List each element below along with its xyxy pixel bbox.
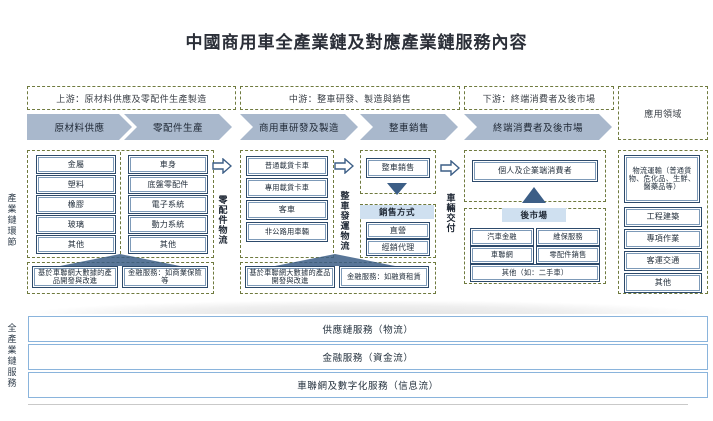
item-passenger-transport: 客運交通: [624, 251, 702, 271]
chevron-commercial-vehicle-rnd: 商用車研發及製造: [240, 114, 358, 140]
arrow-right-vehicle-delivery: [440, 159, 461, 177]
item-powertrain-system: 動力系統: [128, 215, 208, 234]
item-consumers: 個人及企業端消費者: [472, 160, 598, 182]
vertical-label-vehicle-logistics: 整車發運物流: [339, 191, 350, 251]
item-metal: 金屬: [36, 155, 116, 174]
item-engineering-construction: 工程建築: [624, 207, 702, 227]
stage-header-upstream: 上游：原材料供應及零配件生產製造: [27, 86, 236, 110]
support-box-midstream-bigdata: 基於車聯網大數據的產品開發與改進: [245, 266, 335, 288]
vertical-label-full-chain-service: 全產業鏈服務: [6, 323, 17, 389]
item-bus: 客車: [246, 200, 328, 220]
chevron-raw-material-supply: 原材料供應: [27, 114, 132, 140]
item-maintenance-service: 維保服務: [536, 228, 600, 246]
item-parts-other: 其他: [128, 235, 208, 254]
arrow-right-vehicle-logistics: [334, 157, 355, 175]
bottom-divider: [28, 404, 688, 405]
stage-header-downstream: 下游：終端消費者及後市場: [464, 86, 614, 110]
chevron-end-consumer-aftermarket: 終端消費者及後市場: [464, 114, 612, 140]
item-aftermarket-other: 其他（如：二手車）: [470, 264, 600, 282]
support-wedge-midstream-icon: [275, 253, 395, 271]
stage-header-application: 應用領域: [618, 86, 708, 140]
vertical-label-vehicle-delivery: 車輛交付: [445, 193, 456, 233]
vertical-label-parts-logistics: 零配件物流: [217, 195, 228, 245]
item-parts-sales: 零配件銷售: [536, 246, 600, 264]
item-general-cargo-truck: 普通載貨卡車: [246, 156, 328, 176]
item-logistics-transport: 物流運輸（普通貨物、危化品、生鮮、醫藥品等）: [624, 155, 700, 203]
chevron-vehicle-sales: 整車銷售: [360, 114, 458, 140]
item-electronic-system: 電子系統: [128, 195, 208, 214]
item-plastic: 塑料: [36, 175, 116, 194]
support-box-midstream-finance: 金融服務：如融資租賃: [339, 266, 429, 288]
item-rubber: 橡膠: [36, 195, 116, 214]
item-vehicle-sales: 整車銷售: [366, 158, 430, 178]
item-offroad-vehicle: 非公路用車輛: [246, 222, 328, 242]
item-direct-sales: 直營: [366, 222, 430, 239]
item-dealer-agency: 經銷代理: [366, 239, 430, 256]
page-title: 中國商用車全產業鏈及對應產業鏈服務內容: [185, 33, 528, 52]
service-bar-supply-chain: 供應鏈服務（物流）: [28, 316, 708, 342]
item-chassis-parts: 底盤零配件: [128, 175, 208, 194]
arrow-right-parts-logistics: [212, 157, 233, 175]
down-wedge-icon: [386, 182, 408, 201]
service-bar-financial: 金融服務（資金流）: [28, 344, 708, 370]
vertical-label-chain-stage: 產業鏈環節: [6, 192, 17, 248]
item-telematics: 車聯網: [470, 246, 534, 264]
support-box-upstream-bigdata: 基於車聯網大數據的產品開發與改進: [32, 266, 118, 288]
aftermarket-header: 後市場: [502, 208, 566, 222]
item-application-other: 其他: [624, 273, 702, 293]
item-auto-finance: 汽車金融: [470, 228, 534, 246]
up-triangle-icon: [521, 186, 547, 209]
item-raw-other: 其他: [36, 235, 116, 254]
stage-header-midstream: 中游：整車研發、製造與銷售: [240, 86, 460, 110]
arch-decoration: [28, 300, 706, 314]
group-divider: [120, 152, 121, 254]
item-special-operations: 專項作業: [624, 229, 702, 249]
item-special-cargo-truck: 專用載貨卡車: [246, 178, 328, 198]
item-body: 車身: [128, 155, 208, 174]
sales-method-header: 銷售方式: [360, 205, 434, 219]
support-box-upstream-finance: 金融服務：如商業保險等: [122, 266, 208, 288]
service-bar-telematics-digital: 車聯網及數字化服務（信息流）: [28, 372, 708, 398]
item-glass: 玻璃: [36, 215, 116, 234]
chevron-parts-production: 零配件生產: [124, 114, 232, 140]
support-wedge-upstream-icon: [60, 253, 180, 271]
